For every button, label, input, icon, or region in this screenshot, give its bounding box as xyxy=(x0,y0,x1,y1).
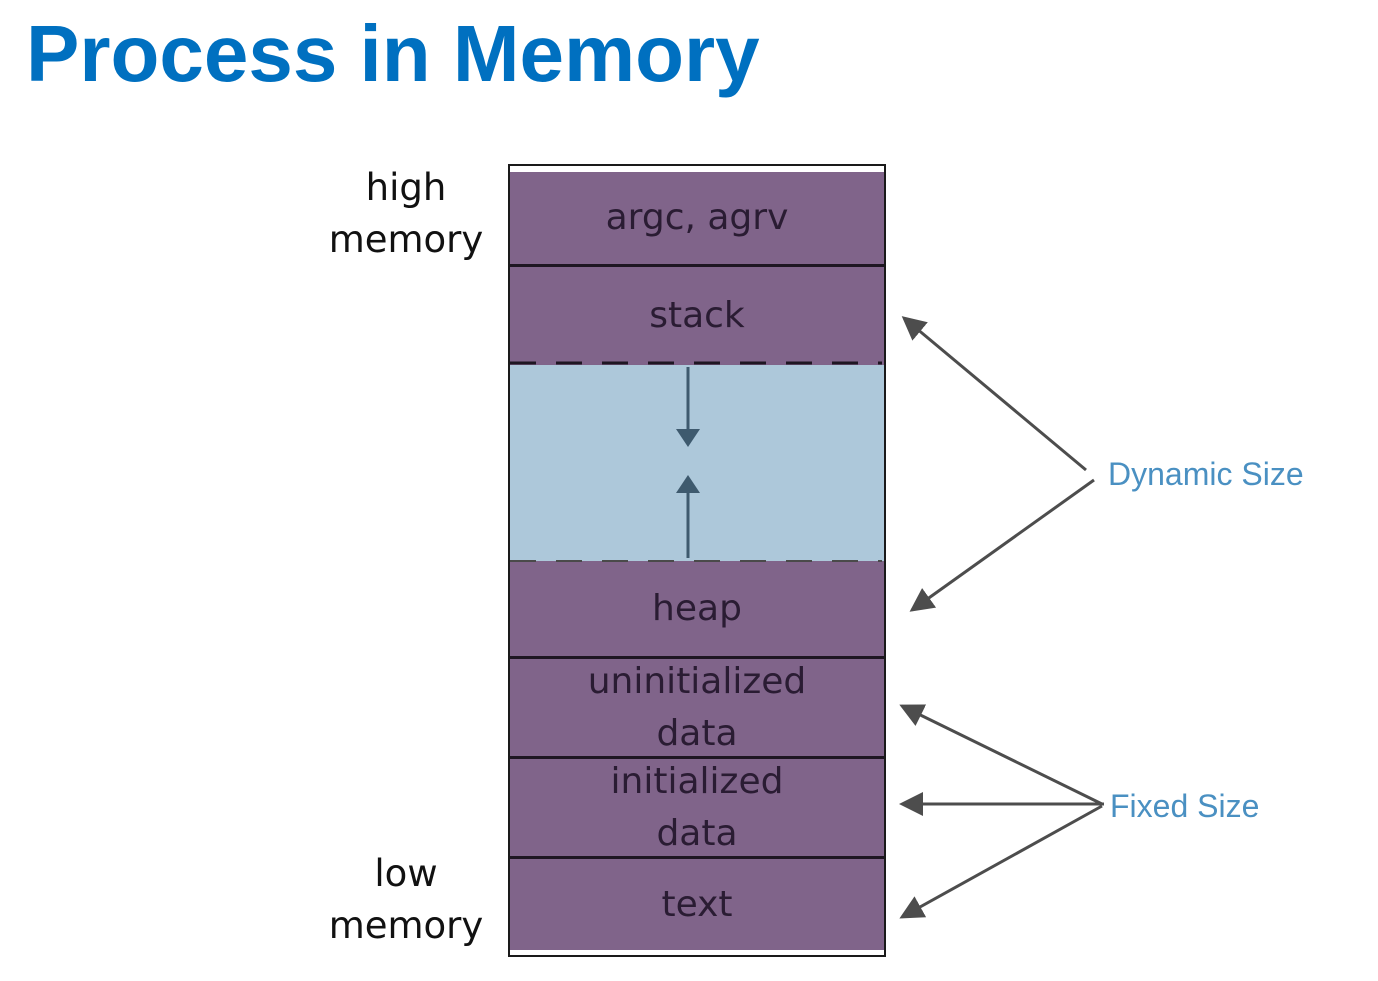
fixed-size-label: Fixed Size xyxy=(1110,788,1260,824)
segment-heap: heap xyxy=(510,561,884,659)
page-title: Process in Memory xyxy=(26,9,760,98)
fixed-to-uninitialized-arrow xyxy=(899,704,1103,806)
segment-stack-label: stack xyxy=(649,295,745,336)
segment-stack: stack xyxy=(510,267,884,365)
high-memory-label: high memory xyxy=(328,166,484,261)
segment-initialized-data-label: initialized data xyxy=(610,760,784,854)
segment-heap-label: heap xyxy=(652,587,742,629)
segment-uninitialized-data: uninitialized data xyxy=(510,659,884,759)
segment-args: argc, agrv xyxy=(510,172,884,267)
segment-initialized-data: initialized data xyxy=(510,759,884,859)
dynamic-to-heap-arrow xyxy=(909,478,1095,612)
segment-text-label: text xyxy=(661,883,733,925)
fixed-to-text-arrow xyxy=(899,804,1103,919)
segment-text: text xyxy=(510,859,884,950)
segment-args-label: argc, agrv xyxy=(605,197,789,238)
dynamic-to-stack-arrow xyxy=(901,316,1087,472)
segment-free-space xyxy=(510,365,884,561)
dynamic-size-label: Dynamic Size xyxy=(1108,456,1304,492)
memory-layout-diagram: argc, agrv stack heap uninitialized data… xyxy=(508,164,886,957)
low-memory-label: low memory xyxy=(328,852,484,947)
segment-uninitialized-data-label: uninitialized data xyxy=(587,660,807,754)
